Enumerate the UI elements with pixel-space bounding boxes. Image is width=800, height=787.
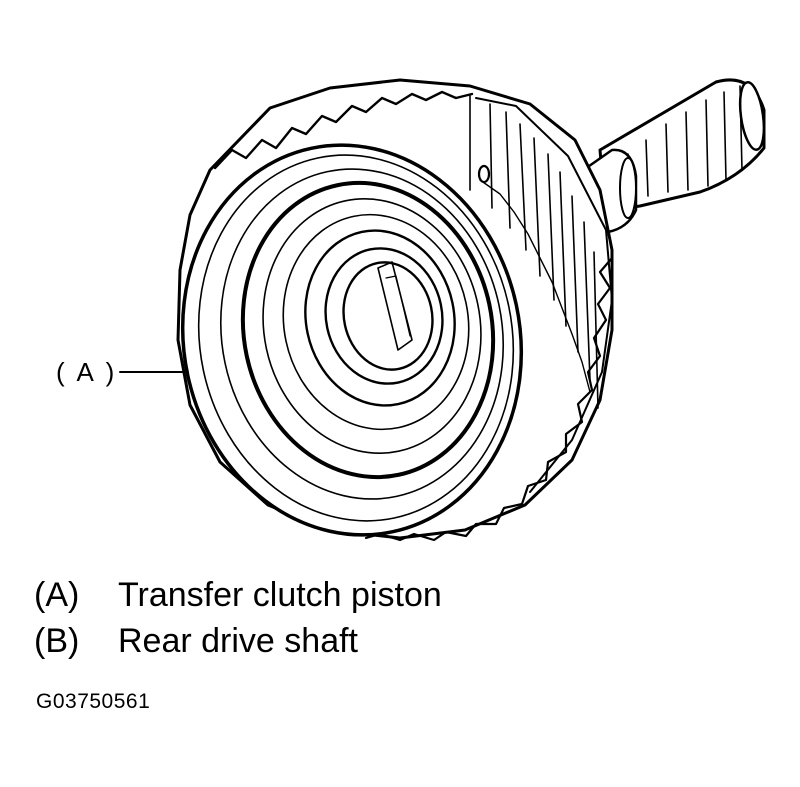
- legend-key: (B): [34, 622, 80, 660]
- legend-item: (A) Transfer clutch piston: [34, 572, 774, 618]
- legend-item: (B) Rear drive shaft: [34, 618, 774, 664]
- piston-face: [180, 143, 524, 537]
- callout-label-a: ( A ): [56, 357, 117, 387]
- legend-description: Rear drive shaft: [118, 622, 358, 660]
- legend: (A) Transfer clutch piston (B) Rear driv…: [34, 572, 774, 664]
- legend-key: (A): [34, 576, 80, 614]
- clutch-assembly-illustration: ( A ): [56, 78, 766, 542]
- legend-description: Transfer clutch piston: [118, 576, 442, 614]
- figure-id: G03750561: [36, 690, 151, 713]
